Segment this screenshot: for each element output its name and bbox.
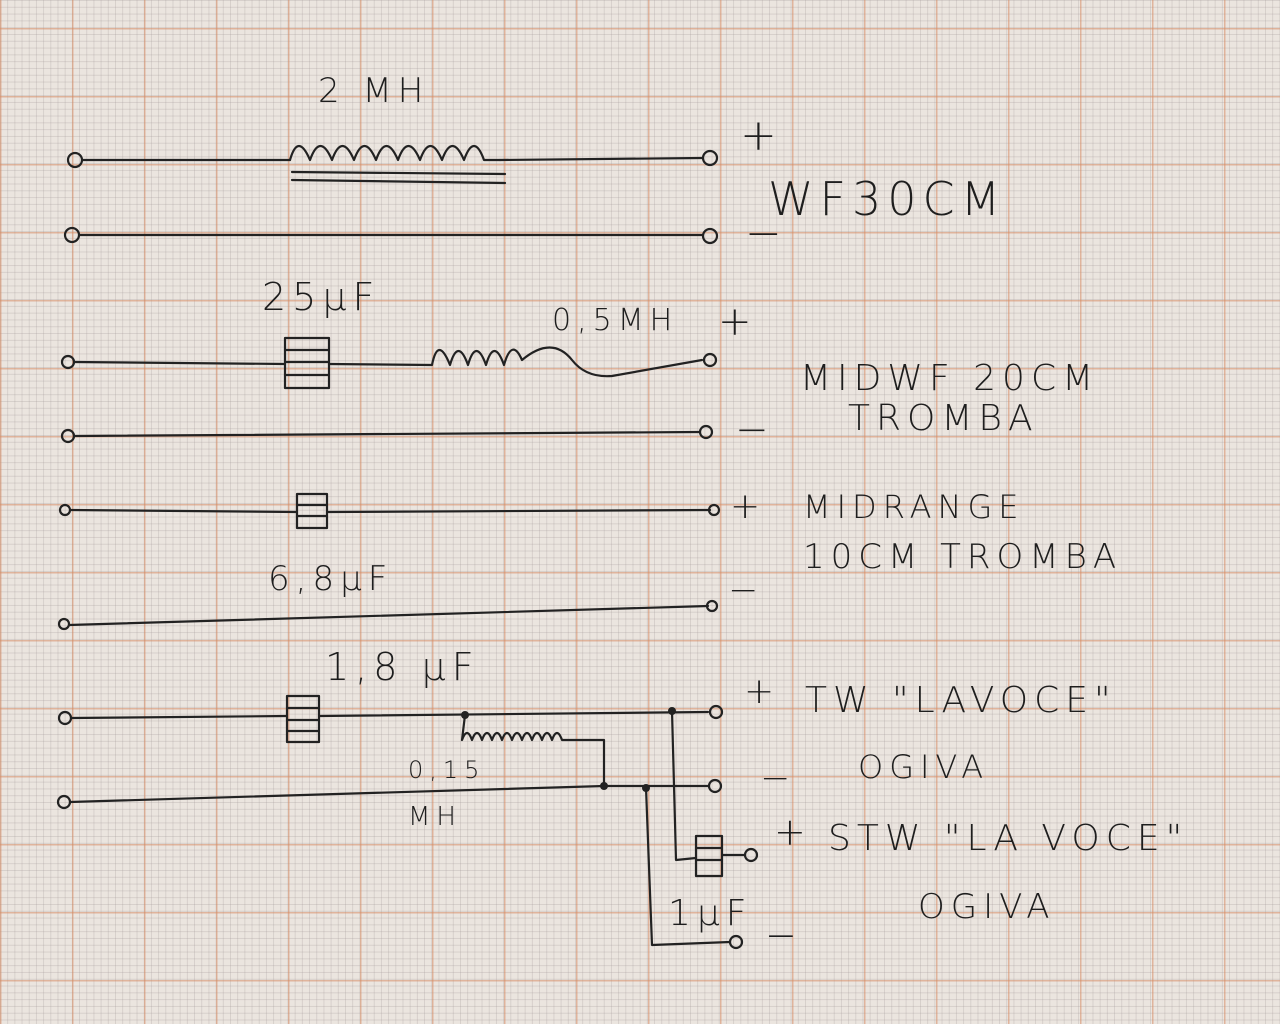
minus-sign: − bbox=[735, 407, 775, 453]
output-terminal bbox=[708, 704, 724, 720]
midwoofer-section: 25µF 0,5MH + − MIDWF 20CM TROMBA bbox=[60, 275, 1099, 453]
wire bbox=[325, 508, 712, 514]
output-terminal bbox=[707, 778, 723, 794]
output-terminal bbox=[728, 934, 744, 950]
speaker-label: WF30CM bbox=[768, 172, 1006, 226]
speaker-label: TW "LAVOCE" bbox=[805, 680, 1117, 721]
inductor-label: 2 MH bbox=[318, 71, 429, 111]
capacitor-label: 1,8 µF bbox=[325, 645, 480, 689]
plus-sign: + bbox=[774, 810, 812, 854]
output-terminal bbox=[702, 352, 718, 368]
speaker-type: 10CM TROMBA bbox=[803, 537, 1122, 577]
capacitor-plates bbox=[295, 503, 329, 518]
input-terminal bbox=[60, 354, 76, 370]
inductor-value: 0,15 bbox=[408, 756, 485, 784]
capacitor-plates bbox=[694, 846, 724, 862]
plus-sign: + bbox=[730, 486, 766, 527]
input-terminal bbox=[57, 617, 71, 631]
wire bbox=[72, 360, 287, 366]
wire bbox=[498, 156, 704, 162]
wire bbox=[68, 508, 299, 514]
midrange-section: 6,8µF + − MIDRANGE 10CM TROMBA bbox=[57, 486, 1122, 631]
junction bbox=[600, 782, 608, 790]
woofer-section: 2 MH + − WF30CM bbox=[63, 71, 1006, 259]
wire bbox=[670, 709, 698, 862]
minus-sign: − bbox=[745, 208, 788, 259]
input-terminal bbox=[58, 503, 72, 517]
tweeter-section: 1,8 µF 0,15 MH + − TW "LAVOCE" OGIVA 1µF… bbox=[56, 645, 1188, 957]
input-terminal bbox=[57, 710, 73, 726]
wire bbox=[72, 430, 702, 438]
output-terminal bbox=[743, 847, 759, 863]
minus-sign: − bbox=[765, 913, 803, 957]
output-terminal bbox=[705, 599, 719, 613]
speaker-type: OGIVA bbox=[858, 748, 989, 786]
output-terminal bbox=[707, 503, 721, 517]
input-terminal bbox=[63, 226, 81, 244]
inductor-unit: MH bbox=[408, 802, 462, 832]
plus-sign: + bbox=[740, 110, 783, 161]
wire bbox=[69, 714, 289, 720]
capacitor-label: 1µF bbox=[668, 893, 753, 934]
speaker-type: OGIVA bbox=[918, 887, 1055, 927]
minus-sign: − bbox=[760, 758, 796, 799]
capacitor-plates bbox=[283, 348, 331, 377]
wire bbox=[68, 784, 710, 804]
output-terminal bbox=[698, 424, 714, 440]
speaker-label: STW "LA VOCE" bbox=[828, 818, 1188, 859]
input-terminal bbox=[66, 151, 84, 169]
capacitor-plates bbox=[285, 706, 321, 733]
speaker-label: MIDWF 20CM bbox=[800, 358, 1099, 399]
capacitor-label: 6,8µF bbox=[268, 559, 393, 599]
capacitor-label: 25µF bbox=[262, 275, 380, 319]
minus-sign: − bbox=[728, 570, 764, 611]
wire bbox=[317, 710, 710, 718]
output-terminal bbox=[701, 227, 719, 245]
input-terminal bbox=[56, 794, 72, 810]
inductor-core bbox=[290, 170, 507, 185]
capacitor bbox=[694, 834, 724, 878]
plus-sign: + bbox=[718, 299, 758, 345]
inductor-coil bbox=[460, 713, 606, 787]
input-terminal bbox=[60, 428, 76, 444]
speaker-type: TROMBA bbox=[848, 398, 1039, 439]
output-terminal bbox=[701, 149, 719, 167]
inductor-coil bbox=[327, 346, 704, 378]
wire bbox=[644, 786, 732, 947]
speaker-label: MIDRANGE bbox=[803, 488, 1024, 526]
wire bbox=[67, 604, 710, 627]
inductor-coil bbox=[288, 144, 502, 162]
plus-sign: + bbox=[744, 671, 780, 712]
inductor-label: 0,5MH bbox=[552, 303, 678, 338]
capacitor bbox=[295, 492, 329, 530]
